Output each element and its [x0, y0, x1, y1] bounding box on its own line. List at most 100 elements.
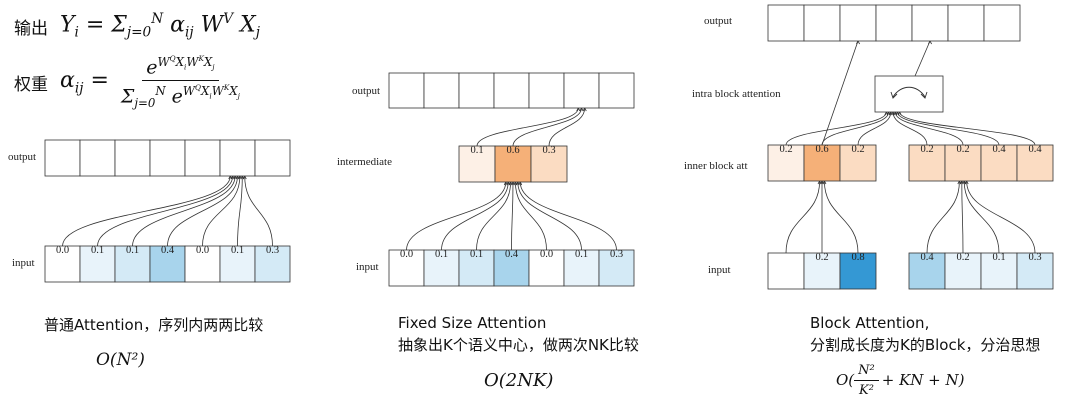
panel3-caption-line2: 分割成长度为K的Block，分治思想 [810, 336, 1041, 354]
panel2-intermediate-cell [458, 145, 496, 183]
cycle-arrow-head-right-icon [920, 91, 928, 99]
panel2-output-cell [458, 72, 495, 109]
panel3-complexity-fraction: N² K² [854, 363, 879, 398]
panel2-link-low [511, 181, 514, 251]
intra-block-box [874, 75, 944, 113]
cell-values: 0.0 0.1 0.1 0.4 0.0 0.1 0.3 0.1 0.6 0.3 0.0 0.1 0.1 0… [56, 144, 1042, 263]
panel2-output-cell [423, 72, 460, 109]
panel3-input-right-cell [908, 252, 946, 290]
panel1-input-cell [79, 245, 116, 283]
panel3-link-left [785, 180, 820, 254]
panel3-inner-right-value: 0.4 [992, 144, 1006, 155]
panel3-inner-right-value: 0.2 [956, 144, 969, 155]
panel2-output-cell [388, 72, 425, 109]
panel3-inner-left-cell [839, 144, 877, 182]
panel3-output-cell [947, 4, 985, 42]
panel3-input-right-value: 0.3 [1028, 252, 1041, 263]
panel2-input-value: 0.3 [610, 249, 623, 260]
panel1-link [97, 175, 234, 247]
panel3-link-inner [899, 111, 1036, 146]
cell-rows [44, 4, 1054, 290]
panel3-link-inner [894, 111, 964, 146]
panel1-output-label: output [8, 151, 37, 163]
panel3-output-cell [875, 4, 913, 42]
panel3-caption-line1: Block Attention, [810, 314, 930, 332]
panel3-input-right-value: 0.4 [920, 252, 934, 263]
intra-block-attention [874, 75, 944, 113]
panel1-link [237, 175, 243, 247]
panel3-inner-left-value: 0.2 [851, 144, 864, 155]
panel2-intermediate-value: 0.3 [542, 145, 555, 156]
panel3-complexity: O( N² K² + KN + N) [836, 358, 965, 402]
panel1-link [62, 175, 231, 247]
panel2-input-value: 0.1 [470, 249, 483, 260]
panel3-complexity-suffix: + KN + N) [881, 371, 965, 389]
panel2-intermediate-value: 0.1 [470, 145, 483, 156]
panel3-input-right-cell [980, 252, 1018, 290]
panel2-link-high [548, 107, 586, 147]
panel2-link-low [441, 181, 509, 251]
panel1-input-cell [254, 245, 291, 283]
panel2-intermediate-cell [530, 145, 568, 183]
panel2-link-high [476, 107, 579, 147]
panel1-output-cell [114, 139, 151, 177]
panel1-input-value: 0.4 [161, 245, 175, 256]
panel2-caption-line1: Fixed Size Attention [398, 314, 547, 332]
panel3-input-left-value: 0.8 [851, 252, 864, 263]
panel3-link-direct [821, 40, 859, 146]
panel1-input-value: 0.0 [56, 245, 69, 256]
panel2-link-low [406, 181, 507, 251]
panel3-link-inner [892, 111, 928, 146]
panel2-input-cell [388, 249, 425, 287]
panel1-output-cell [79, 139, 116, 177]
panel3-link-right [961, 180, 964, 254]
weight-formula-fraction: eWQXiWKXj Σj=0N eWQXiWKXj [117, 54, 244, 110]
panel3-link-inner [785, 111, 887, 146]
panel1-input-cell [149, 245, 186, 283]
panel2-input-value: 0.1 [575, 249, 588, 260]
panel2-input-cell [458, 249, 495, 287]
panel3-link-direct-arrowhead [856, 40, 860, 45]
output-formula: 输出 Yi = Σj=0N αij WV Xj [14, 6, 260, 46]
panel1-link [132, 175, 236, 247]
panel1-input-value: 0.1 [126, 245, 139, 256]
panel2-input-value: 0.4 [505, 249, 519, 260]
panel2-input-value: 0.0 [540, 249, 553, 260]
output-formula-expression: Yi = Σj=0N αij WV Xj [60, 11, 260, 41]
panel2-input-cell [528, 249, 565, 287]
panel2-output-cell [528, 72, 565, 109]
panel3-link-intra-arrowhead [928, 40, 932, 45]
panel3-input-left-cell [767, 252, 805, 290]
weight-formula-label: 权重 [14, 74, 48, 95]
panel1-input-value: 0.1 [231, 245, 244, 256]
panel3-inner-right-cell [1016, 144, 1054, 182]
weight-formula: 权重 αij = eWQXiWKXj Σj=0N eWQXiWKXj [14, 52, 244, 112]
panel2-link-low [517, 181, 582, 251]
panel1-input-cell [114, 245, 151, 283]
panel2-output-label: output [352, 85, 381, 97]
panel3-link-intra [914, 40, 931, 77]
panel1-complexity: O(N²) [96, 350, 145, 370]
panel3-link-inner [857, 111, 892, 146]
panel3-inner-right-value: 0.4 [1028, 144, 1042, 155]
panel1-input-cell [184, 245, 221, 283]
panel1-output-cell [184, 139, 221, 177]
panel3-output-label: output [704, 15, 733, 27]
panel2-input-value: 0.0 [400, 249, 413, 260]
panel1-output-cell [254, 139, 291, 177]
panel3-complexity-numerator: N² [854, 363, 879, 381]
panel1-input-label: input [12, 257, 35, 269]
panel2-complexity: O(2NK) [484, 370, 554, 391]
panel2-output-cell [493, 72, 530, 109]
panel3-inner-left-value: 0.6 [815, 144, 828, 155]
panel2-intermediate-value: 0.6 [506, 145, 519, 156]
panel1-input-cell [219, 245, 256, 283]
panel3-output-cell [767, 4, 805, 42]
panel3-output-cell [839, 4, 877, 42]
panel1-output-cell [44, 139, 81, 177]
weight-formula-numerator: eWQXiWKXj [142, 54, 219, 82]
panel1-input-value: 0.1 [91, 245, 104, 256]
panel3-output-cell [983, 4, 1021, 42]
panel2-link-low [519, 181, 617, 251]
